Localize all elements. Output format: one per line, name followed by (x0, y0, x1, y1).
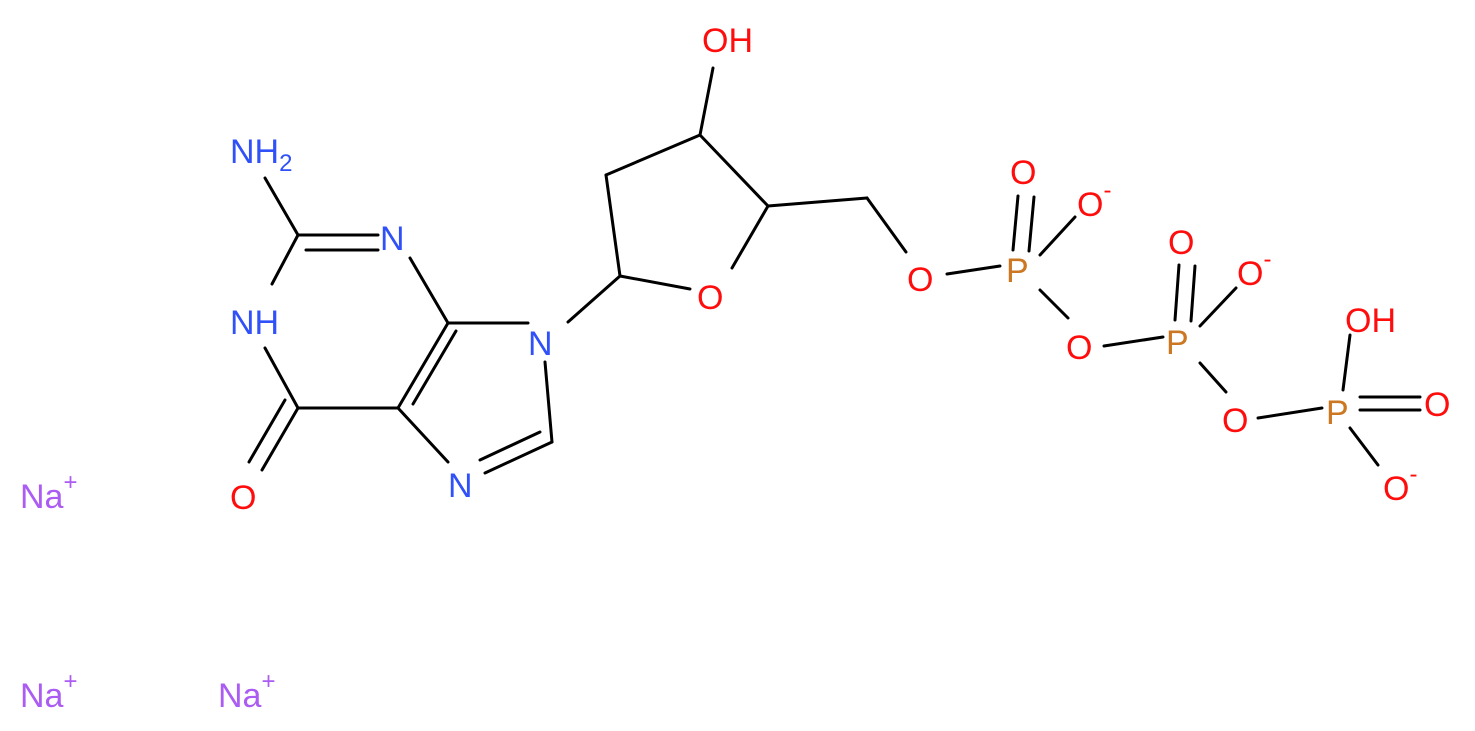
atom-o-gamma-oh: OH (1345, 302, 1396, 340)
atom-o-gamma-minus: O- (1383, 461, 1417, 508)
bond-c1p-c2p (604, 173, 622, 278)
bond-n3-c4 (408, 256, 450, 325)
bond-c5-c4 (396, 321, 450, 410)
atom-na-3: Na+ (218, 668, 275, 715)
atom-o-bridge-2: O (1222, 402, 1248, 440)
atom-o-beta-double: O (1168, 224, 1194, 262)
bond-n7-c5 (396, 406, 450, 464)
atom-o-alpha-minus: O- (1077, 177, 1111, 224)
atoms: NH2 N NH N N O OH O O P O O- O P O O- O … (20, 22, 1450, 715)
atom-n-ring-top: N (380, 220, 405, 258)
bond-pg-og-minus (1348, 426, 1380, 467)
bond-ob2-pg (1256, 406, 1324, 420)
atom-n9: N (528, 325, 553, 363)
bond-pa-oa-double-2 (1027, 195, 1036, 253)
bond-c2p-c3p (604, 133, 702, 177)
bond-c4p-o4p (730, 204, 770, 270)
bond-o5p-pa (945, 264, 1002, 276)
bond-c3p-oh (698, 66, 715, 137)
bonds (247, 66, 1422, 475)
atom-o-alpha-double: O (1010, 154, 1036, 192)
bond-pb-ob-double (1173, 263, 1181, 322)
bond-c6-o-double (247, 398, 287, 464)
bond-n1-c6 (263, 346, 300, 410)
atom-o-bridge-1: O (1066, 329, 1092, 367)
atom-o-carbonyl: O (230, 479, 256, 517)
bond-c4p-c5p (766, 196, 869, 208)
atom-na-1: Na+ (20, 469, 77, 516)
bond-c5p-o5p (865, 196, 908, 254)
bond-pa-ob1 (1038, 288, 1070, 320)
bond-c3p-c4p (698, 133, 770, 208)
bond-pb-ob-double-2 (1189, 264, 1197, 323)
atom-p-gamma: P (1326, 394, 1349, 432)
bond-c2-nh2 (263, 176, 300, 237)
bond-c2-n1 (270, 233, 300, 286)
bond-o4p-c1p (618, 274, 692, 291)
atom-o-gamma-double: O (1424, 386, 1450, 424)
atom-o-ester: O (907, 261, 933, 299)
bond-pa-oa-double (1011, 194, 1020, 252)
atom-o-beta-minus: O- (1237, 246, 1271, 293)
bond-pa-oa-minus (1038, 215, 1077, 257)
bond-pb-ob-minus (1198, 286, 1238, 328)
bond-c6-o (260, 406, 300, 472)
bond-pg-og-oh (1341, 333, 1352, 392)
atom-o-hydroxyl: OH (702, 22, 753, 60)
atom-na-2: Na+ (20, 668, 77, 715)
atom-p-beta: P (1166, 324, 1189, 362)
atom-o-ring: O (697, 279, 723, 317)
bond-ob1-pb (1102, 335, 1165, 348)
bond-c5-c4-double (411, 329, 458, 406)
bond-c8-n7 (483, 440, 554, 475)
atom-n-amine: NH2 (230, 133, 292, 177)
atom-n-h-ring: NH (230, 304, 279, 342)
bond-n9-c8 (543, 360, 554, 444)
bond-c8-n7-double (478, 430, 542, 462)
atom-n7: N (448, 467, 473, 505)
bond-pb-ob2 (1198, 361, 1228, 394)
bond-n9-c1p (566, 274, 622, 324)
atom-p-alpha: P (1006, 252, 1029, 290)
